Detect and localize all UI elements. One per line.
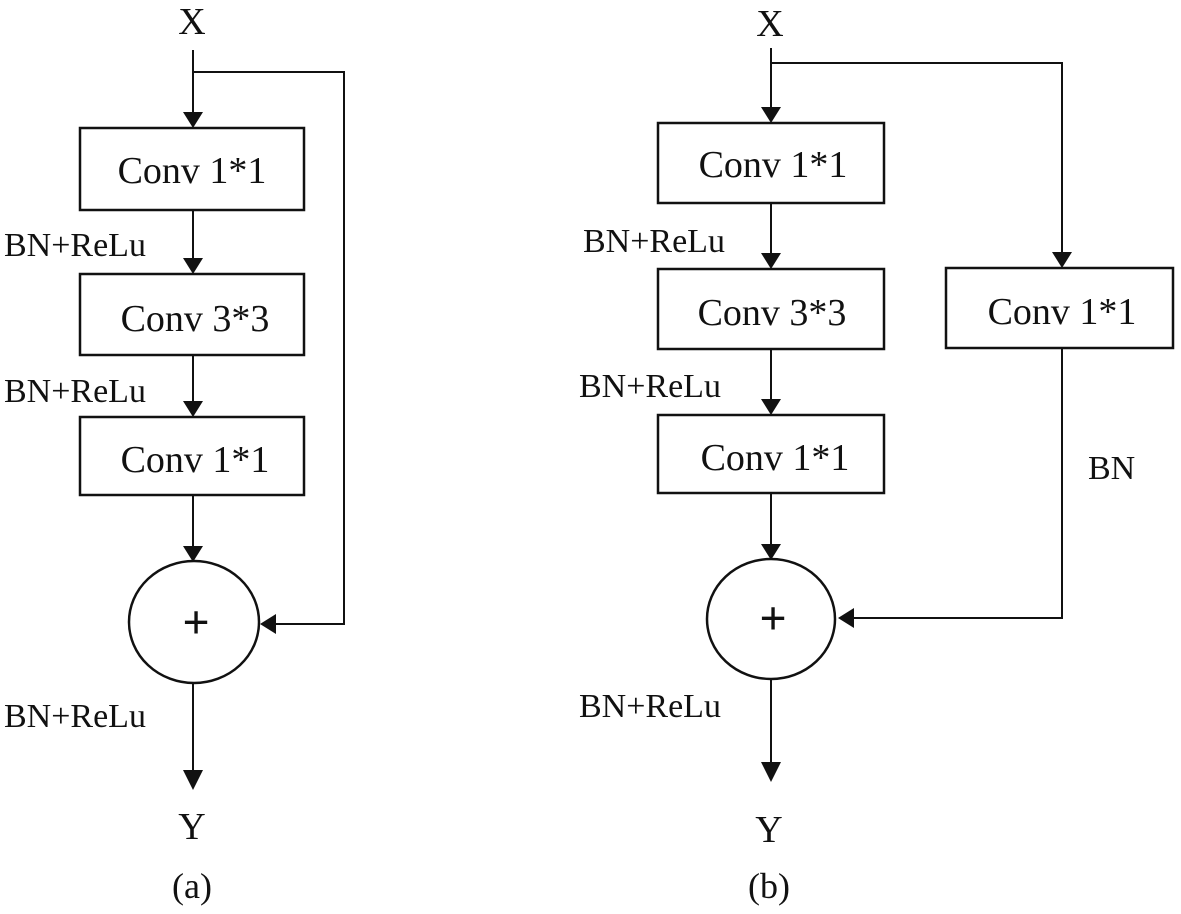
b-arrowhead-shortcut-conv [1052,252,1072,268]
panel-a: Conv 1*1 Conv 3*3 Conv 1*1 + X BN+ReLu B… [4,1,345,906]
b-conv1-label: Conv 1*1 [699,144,848,186]
a-act2-label: BN+ReLu [4,373,146,410]
b-act-out-label: BN+ReLu [579,688,721,725]
a-arrowhead-shortcut [260,614,276,634]
b-shortcut-conv-box [944,266,1175,350]
a-arrowhead-conv2 [183,258,203,274]
panel-b: Conv 1*1 Conv 3*3 Conv 1*1 Conv 1*1 + X … [579,3,1175,906]
b-conv2-label: Conv 3*3 [698,292,847,334]
b-arrowhead-output [761,762,781,782]
b-shortcut-conv-label: Conv 1*1 [988,291,1137,333]
a-act-out-label: BN+ReLu [4,698,146,735]
a-conv2-label: Conv 3*3 [121,298,270,340]
a-arrowhead-conv3 [183,401,203,417]
a-act1-label: BN+ReLu [4,227,146,264]
b-act2-label: BN+ReLu [579,368,721,405]
a-arrowhead-conv1 [183,112,203,128]
b-output-label: Y [755,809,782,851]
b-arrowhead-conv2 [761,253,781,269]
a-caption: (a) [172,866,212,906]
a-conv3-label: Conv 1*1 [121,439,270,481]
a-conv1-label: Conv 1*1 [118,150,267,192]
b-act1-label: BN+ReLu [583,223,725,260]
a-output-label: Y [178,806,205,848]
b-sum-node [705,557,837,681]
a-input-label: X [178,1,205,43]
b-caption: (b) [748,866,790,906]
a-arrowhead-output [183,770,203,790]
b-shortcut-to-conv [771,62,1063,252]
a-identity-shortcut [193,71,345,625]
b-conv2-box [656,267,886,351]
a-conv2-box [78,272,306,357]
a-sum-node [127,559,261,685]
a-sum-symbol: + [182,596,209,649]
b-conv3-box [656,413,886,495]
b-input-label: X [756,3,783,45]
b-shortcut-norm-label: BN [1088,450,1135,487]
b-conv1-box [656,121,886,205]
a-arrowhead-sum [183,546,203,562]
b-conv3-label: Conv 1*1 [701,437,850,479]
b-sum-symbol: + [759,592,786,645]
b-shortcut-to-sum [854,348,1063,619]
a-conv3-box [78,415,306,497]
b-arrowhead-conv3 [761,399,781,415]
a-conv1-box [78,126,306,212]
b-arrowhead-conv1 [761,107,781,123]
b-arrowhead-shortcut-sum [838,608,854,628]
b-arrowhead-sum [761,544,781,560]
